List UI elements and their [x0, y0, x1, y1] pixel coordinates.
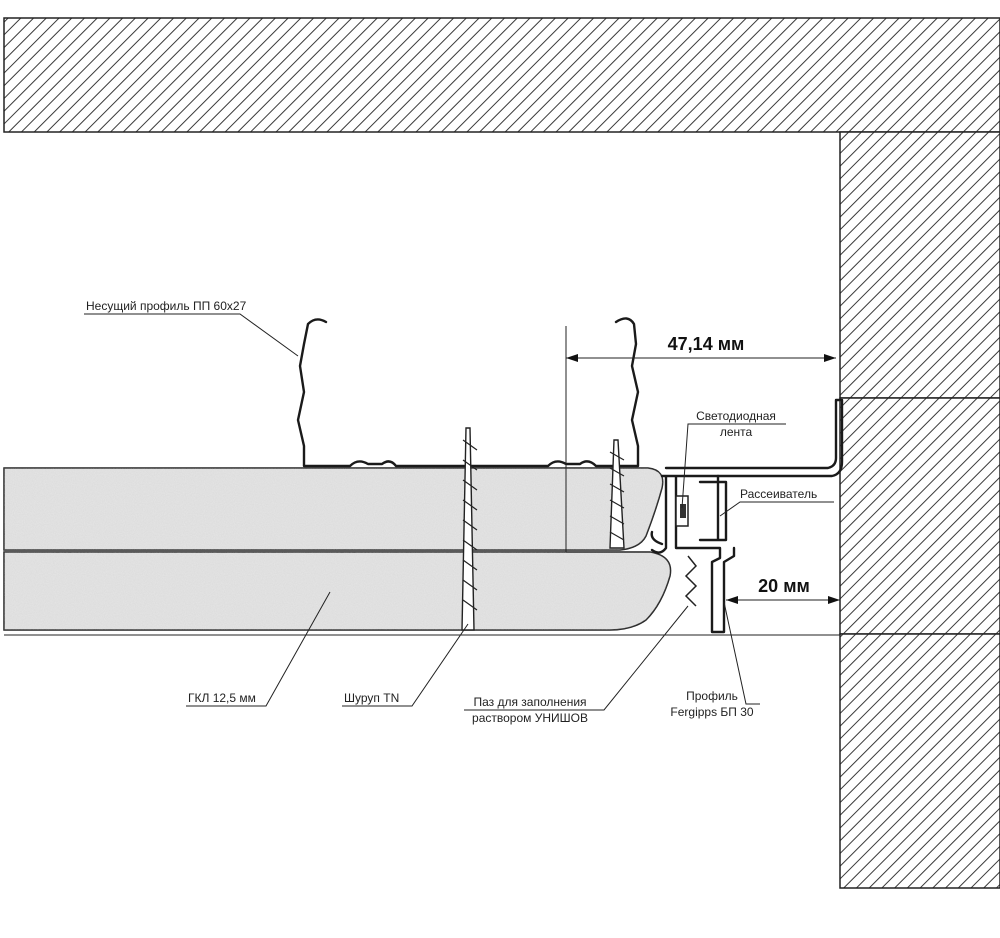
callout-screw: Шуруп TN — [342, 623, 469, 707]
label-gkl: ГКЛ 12,5 мм — [188, 691, 256, 705]
diffuser-shape — [698, 474, 728, 542]
screw-tn — [461, 427, 478, 631]
callout-groove: Паз для заполнения раствором УНИШОВ — [464, 605, 689, 725]
callout-load-profile: Несущий профиль ПП 60x27 — [84, 299, 299, 357]
dimension-gap-bottom: 20 мм — [726, 576, 840, 604]
dimension-gap-top: 47,14 мм — [565, 326, 836, 553]
gypsum-boards — [3, 467, 840, 636]
label-load-profile: Несущий профиль ПП 60x27 — [86, 299, 247, 313]
ceiling-slab — [3, 17, 1000, 133]
callout-fergipps: Профиль Fergipps БП 30 — [670, 601, 760, 719]
wall-lower — [839, 633, 1000, 889]
fergipps-profile-shape — [650, 398, 844, 634]
wall-recess-block — [839, 397, 1000, 635]
label-groove-2: раствором УНИШОВ — [472, 711, 588, 725]
dimension-gap-bottom-text: 20 мм — [758, 576, 810, 596]
screw-profile — [609, 439, 625, 549]
label-fergipps-2: Fergipps БП 30 — [670, 705, 754, 719]
label-fergipps-1: Профиль — [686, 689, 738, 703]
wall-upper — [839, 131, 1000, 399]
label-groove-1: Паз для заполнения — [473, 695, 586, 709]
callout-diffuser: Рассеиватель — [719, 487, 834, 517]
callout-led-strip: Светодиодная лента — [681, 409, 786, 509]
callout-gkl: ГКЛ 12,5 мм — [186, 591, 331, 707]
label-led-strip-2: лента — [720, 425, 753, 439]
dimension-gap-top-text: 47,14 мм — [668, 334, 745, 354]
label-screw: Шуруп TN — [344, 691, 399, 705]
label-led-strip-1: Светодиодная — [696, 409, 776, 423]
label-diffuser: Рассеиватель — [740, 487, 817, 501]
grout-groove-shape — [684, 555, 698, 607]
